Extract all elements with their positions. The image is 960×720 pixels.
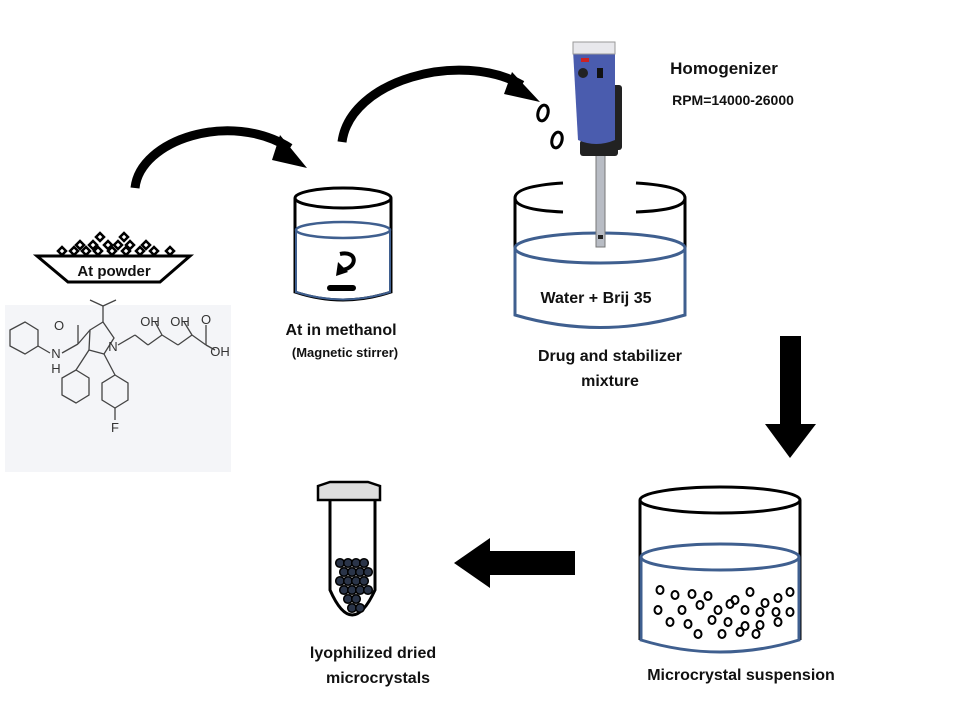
stir-rotation-icon <box>336 251 356 276</box>
curved-arrow-icon <box>337 65 540 143</box>
particle <box>773 593 783 603</box>
atom-n: N <box>108 339 117 354</box>
dried-label-line1: lyophilized dried <box>310 645 436 662</box>
particle <box>717 629 727 639</box>
particle <box>755 620 765 630</box>
particle <box>785 607 795 617</box>
rpm-label: RPM=14000-26000 <box>672 92 794 108</box>
granule <box>80 245 92 257</box>
particle <box>695 600 705 610</box>
mixture-label-line1: Drug and stabilizer <box>538 348 682 365</box>
granule <box>120 245 132 257</box>
lyophilized-tube <box>316 480 382 617</box>
particle <box>785 587 795 597</box>
atom-oh: OH <box>140 314 160 329</box>
particle <box>683 619 693 629</box>
left-arrow-icon <box>454 538 575 588</box>
homogenizer-label: Homogenizer <box>670 59 778 78</box>
granule <box>124 239 136 251</box>
granule <box>94 231 106 243</box>
powder-label: At powder <box>77 263 150 280</box>
granule <box>56 245 68 257</box>
particle <box>653 605 663 615</box>
particle <box>693 629 703 639</box>
granule <box>102 239 114 251</box>
particle <box>670 590 680 600</box>
water-label: Water + Brij 35 <box>540 290 651 307</box>
atom-oh: OH <box>210 344 230 359</box>
granule <box>118 231 130 243</box>
methanol-beaker <box>293 186 393 302</box>
particle <box>725 599 735 609</box>
granule <box>92 245 104 257</box>
dried-particle <box>350 593 362 605</box>
suspension-label: Microcrystal suspension <box>647 667 835 684</box>
granule <box>164 245 176 257</box>
particle <box>677 605 687 615</box>
granule <box>134 245 146 257</box>
powder-tray: At powder <box>32 231 195 284</box>
particle <box>745 587 755 597</box>
methanol-label: At in methanol <box>285 322 396 339</box>
particle <box>760 598 770 608</box>
granule <box>87 239 99 251</box>
particle <box>755 607 765 617</box>
dried-particle <box>354 602 366 614</box>
down-arrow-icon <box>765 336 816 458</box>
granule <box>68 245 80 257</box>
homogenizer-device <box>572 41 622 248</box>
granule <box>140 239 152 251</box>
particle <box>740 605 750 615</box>
atom-o: O <box>54 318 64 333</box>
granule <box>74 239 86 251</box>
particle <box>740 621 750 631</box>
suspension-beaker <box>638 485 802 654</box>
dried-particle <box>358 575 370 587</box>
particle <box>713 605 723 615</box>
curved-arrow-icon <box>130 126 307 189</box>
microcrystal-particles <box>653 585 795 639</box>
dried-particle <box>362 566 374 578</box>
atom-n: N <box>51 346 60 361</box>
particle <box>771 607 781 617</box>
powder-granules <box>56 231 176 257</box>
particle <box>751 629 761 639</box>
particle <box>703 591 713 601</box>
dried-particle <box>362 584 374 596</box>
mixture-beaker <box>513 181 687 329</box>
particle <box>723 617 733 627</box>
dried-label-line2: microcrystals <box>326 670 430 687</box>
dried-microcrystals <box>334 557 374 614</box>
dried-particle <box>358 557 370 569</box>
particle <box>655 585 665 595</box>
droplet-icon <box>536 103 564 150</box>
stirrer-label: (Magnetic stirrer) <box>292 345 398 360</box>
particle <box>735 627 745 637</box>
atom-oh: OH <box>170 314 190 329</box>
granule <box>106 245 118 257</box>
atom-h: H <box>51 361 60 376</box>
particle <box>773 617 783 627</box>
granule <box>148 245 160 257</box>
particle <box>707 615 717 625</box>
stir-bar-icon <box>327 285 356 291</box>
atorvastatin-structure: O N H N OH OH O OH F <box>5 299 231 472</box>
mixture-label-line2: mixture <box>581 373 639 390</box>
atom-f: F <box>111 420 119 435</box>
particle <box>687 589 697 599</box>
granule <box>112 239 124 251</box>
atom-o: O <box>201 312 211 327</box>
particle <box>665 617 675 627</box>
